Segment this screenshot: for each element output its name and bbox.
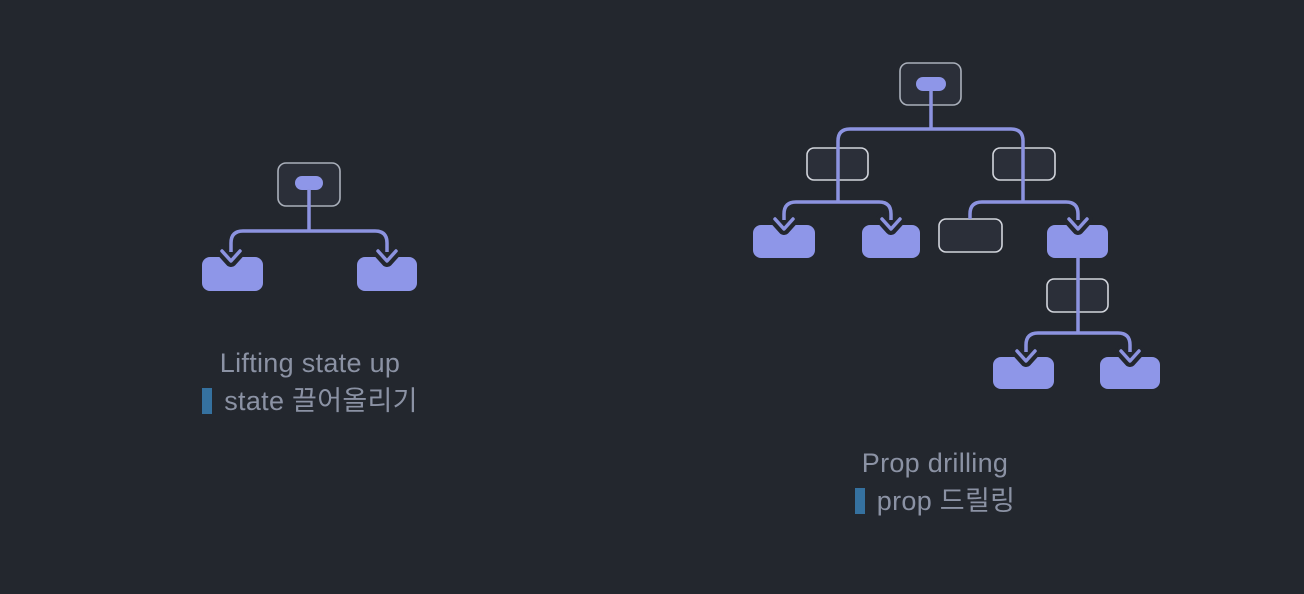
caption-subtitle-korean: prop 드릴링 (735, 482, 1135, 520)
consumer-box-4 (1100, 357, 1160, 389)
down-arrowhead-icon (1119, 349, 1141, 363)
state-pill-icon (295, 176, 323, 190)
plain-component-box (938, 218, 1003, 253)
prop-drilling-caption: Prop drilling prop 드릴링 (735, 444, 1135, 520)
caption-title: Lifting state up (219, 348, 401, 378)
branch-connector (229, 229, 389, 252)
down-arrowhead-icon (1015, 349, 1037, 363)
consumer-box-2 (862, 225, 920, 258)
top-branch-connector (836, 127, 1025, 149)
down-arrowhead-icon (220, 249, 242, 263)
caption-subtitle-text: state 끌어올리기 (224, 386, 418, 416)
state-pill-icon (916, 77, 946, 91)
down-arrowhead-icon (1067, 217, 1089, 231)
bottom-branch-connector (1024, 331, 1132, 352)
down-arrowhead-icon (773, 217, 795, 231)
korean-marker-bar-icon (202, 388, 213, 414)
consumer-box-1 (753, 225, 815, 258)
left-child-consumer-box-2 (357, 257, 417, 291)
consumer-box-3 (993, 357, 1054, 389)
left-child-consumer-box-1 (202, 257, 263, 291)
caption-subtitle-text: prop 드릴링 (876, 486, 1016, 516)
caption-title: Prop drilling (861, 448, 1009, 478)
lifting-state-up-caption: Lifting state up state 끌어올리기 (110, 344, 510, 420)
right-branch-connector (968, 200, 1080, 220)
lifting-state-up-tree (202, 162, 417, 291)
caption-subtitle-korean: state 끌어올리기 (110, 382, 510, 420)
left-branch-connector (782, 200, 893, 220)
down-arrowhead-icon (880, 217, 902, 231)
prop-drilling-tree (753, 62, 1160, 389)
consumer-passthrough-box (1047, 225, 1108, 258)
down-arrowhead-icon (376, 249, 398, 263)
korean-marker-bar-icon (854, 488, 865, 514)
